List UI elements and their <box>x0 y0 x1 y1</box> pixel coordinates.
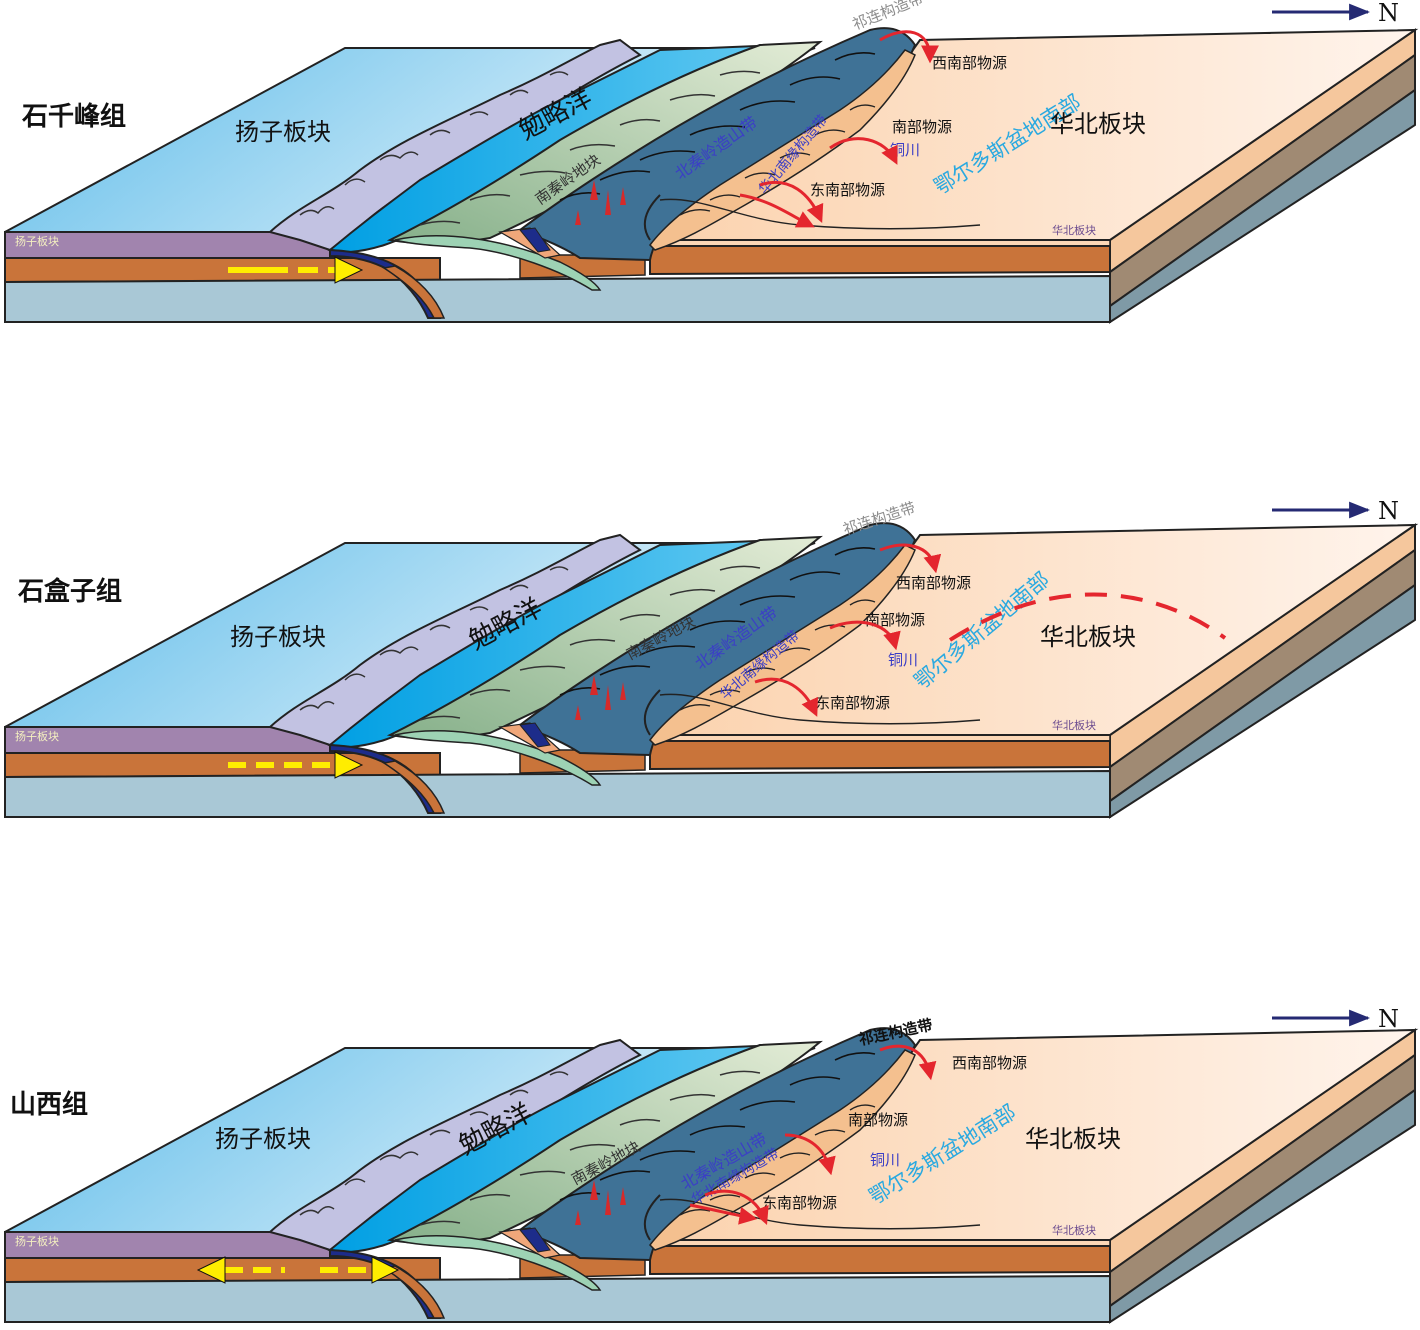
block-diagram-panel: N山西组扬子板块扬子板块勉略洋南秦岭地块北秦岭造山带华北南缘构造带祁连构造带西南… <box>4 1005 1416 1323</box>
yangtze-plate-label: 扬子板块 <box>235 118 331 146</box>
south-source-label: 南部物源 <box>865 611 925 629</box>
provenance-arrow-icon <box>754 677 818 717</box>
provenance-arrow-icon <box>879 1044 937 1081</box>
north-china-plate-front-label: 华北板块 <box>1052 223 1096 237</box>
plate-motion-arrowhead-icon <box>196 1256 226 1284</box>
formation-title: 山西组 <box>10 1089 88 1120</box>
basin-boundary-dashed-line <box>948 592 1227 642</box>
southwest-source-label: 西南部物源 <box>952 1054 1027 1072</box>
tongchuan-label: 铜川 <box>890 141 920 159</box>
provenance-arrow-icon <box>879 30 939 64</box>
provenance-arrow-icon <box>704 1189 769 1226</box>
north-china-plate-label: 华北板块 <box>1050 110 1146 138</box>
southwest-source-label: 西南部物源 <box>932 54 1007 72</box>
block-diagram-panel: N石盒子组扬子板块扬子板块勉略洋南秦岭地块北秦岭造山带华北南缘构造带祁连构造带西… <box>4 497 1416 818</box>
yangtze-plate-label: 扬子板块 <box>230 623 326 651</box>
yangtze-plate-label: 扬子板块 <box>215 1125 311 1153</box>
south-source-label: 南部物源 <box>848 1111 908 1129</box>
southeast-source-label: 东南部物源 <box>810 181 885 199</box>
provenance-arrow-icon <box>879 543 942 574</box>
formation-title: 石盒子组 <box>17 576 122 607</box>
yangtze-plate-front-label: 扬子板块 <box>15 234 59 248</box>
tongchuan-label: 铜川 <box>870 1151 900 1169</box>
provenance-arrow-icon <box>829 620 901 651</box>
plate-motion-arrowhead-icon <box>334 751 364 779</box>
southeast-source-label: 东南部物源 <box>762 1194 837 1212</box>
plate-motion-arrowhead-icon <box>371 1256 400 1284</box>
provenance-arrow-icon <box>739 193 815 228</box>
block-diagram-geometry <box>4 522 1416 818</box>
formation-title: 石千峰组 <box>21 101 126 132</box>
north-china-plate-front-label: 华北板块 <box>1052 1223 1096 1237</box>
southeast-source-label: 东南部物源 <box>815 694 890 712</box>
provenance-arrow-icon <box>829 137 898 165</box>
north-china-plate-front-label: 华北板块 <box>1052 718 1096 732</box>
block-diagram-panel: N石千峰组扬子板块扬子板块勉略洋南秦岭地块北秦岭造山带华北南缘构造带祁连构造带西… <box>4 0 1416 323</box>
north-label: N <box>1378 497 1399 525</box>
provenance-arrow-icon <box>759 180 824 223</box>
southwest-source-label: 西南部物源 <box>896 574 971 592</box>
north-label: N <box>1378 1005 1399 1033</box>
south-source-label: 南部物源 <box>892 118 952 136</box>
yangtze-plate-front-label: 扬子板块 <box>15 1234 59 1248</box>
block-diagram-geometry <box>4 27 1416 323</box>
north-china-plate-label: 华北板块 <box>1025 1125 1121 1153</box>
yangtze-plate-front-label: 扬子板块 <box>15 729 59 743</box>
provenance-arrow-icon <box>689 1203 758 1225</box>
north-label: N <box>1378 0 1399 27</box>
plate-motion-arrowhead-icon <box>334 256 364 284</box>
north-china-plate-label: 华北板块 <box>1040 623 1136 651</box>
tongchuan-label: 铜川 <box>888 651 918 669</box>
provenance-arrow-icon <box>784 1133 836 1176</box>
